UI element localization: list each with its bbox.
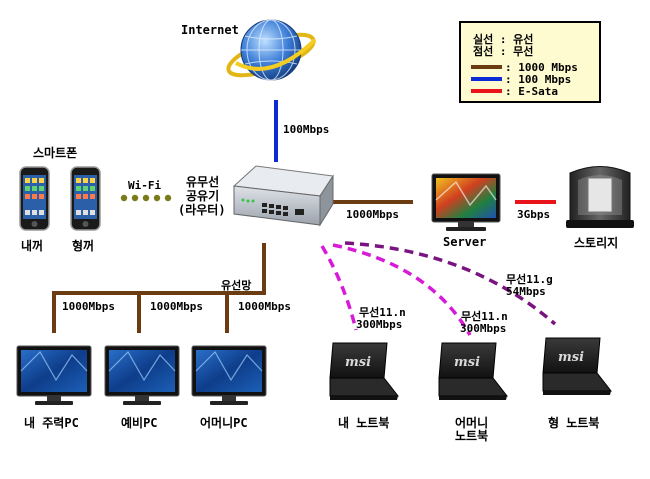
pc-mother: 어머니PC bbox=[191, 345, 267, 430]
smartphone-mine: 내꺼 bbox=[19, 166, 50, 253]
laptop-icon: msi bbox=[438, 342, 509, 400]
laptop-mine: msi 내 노트북 bbox=[329, 342, 400, 430]
monitor-icon bbox=[191, 345, 267, 405]
laptop-brother-link-line1: 무선11.g bbox=[506, 272, 553, 286]
laptop-brother-label: 형 노트북 bbox=[548, 415, 599, 430]
legend-solid-text: 실선 : 유선 bbox=[473, 32, 533, 46]
monitor-icon bbox=[104, 345, 180, 405]
storage-link-speed: 3Gbps bbox=[517, 208, 550, 221]
legend-esata-text: : E-Sata bbox=[505, 85, 558, 98]
storage-label: 스토리지 bbox=[574, 235, 618, 250]
laptop-icon: msi bbox=[329, 342, 400, 400]
wired-net-label: 유선망 bbox=[221, 278, 251, 292]
server-link-speed: 1000Mbps bbox=[346, 208, 399, 221]
server-label: Server bbox=[443, 235, 486, 249]
wifi-label: Wi-Fi bbox=[128, 179, 161, 192]
laptop-icon: msi bbox=[542, 337, 613, 395]
storage-icon bbox=[566, 166, 634, 228]
legend-1000-text: : 1000 Mbps bbox=[505, 61, 578, 74]
smartphone-brother: 형꺼 bbox=[70, 166, 101, 253]
smartphone-icon bbox=[70, 166, 101, 231]
phone-brother-label: 형꺼 bbox=[72, 238, 94, 253]
laptop-mine-label: 내 노트북 bbox=[338, 415, 389, 430]
legend-100-text: : 100 Mbps bbox=[505, 73, 571, 86]
laptop-brand-text: msi bbox=[454, 355, 480, 370]
internet-globe: Internet bbox=[181, 19, 317, 81]
monitor-icon bbox=[16, 345, 92, 405]
internet-label: Internet bbox=[181, 23, 239, 37]
laptop-brother: msi 형 노트북 bbox=[542, 337, 613, 430]
smartphone-icon bbox=[19, 166, 50, 231]
storage: 스토리지 bbox=[566, 166, 634, 250]
legend-dotted-text: 점선 : 무선 bbox=[473, 44, 533, 58]
monitor-icon bbox=[431, 173, 501, 231]
legend: 실선 : 유선 점선 : 무선 : 1000 Mbps : 100 Mbps :… bbox=[459, 21, 601, 103]
pc-link-1-speed: 1000Mbps bbox=[62, 300, 115, 313]
pc-mother-label: 어머니PC bbox=[200, 415, 248, 430]
laptop-brother-link-line2: 54Mbps bbox=[506, 285, 546, 298]
router-label-line3: (라우터) bbox=[178, 202, 226, 217]
laptop-mother: msi 어머니 노트북 bbox=[438, 342, 509, 443]
wireless-links bbox=[320, 241, 557, 336]
pc-spare: 예비PC bbox=[104, 345, 180, 430]
laptop-brand-text: msi bbox=[345, 355, 371, 370]
router-icon bbox=[232, 165, 334, 227]
globe-icon bbox=[226, 19, 317, 81]
laptop-mine-link-line1: 무선11.n bbox=[359, 305, 406, 319]
smartphone-group-label: 스마트폰 bbox=[33, 145, 77, 160]
laptop-mother-link-line1: 무선11.n bbox=[461, 309, 508, 323]
pc-link-2-speed: 1000Mbps bbox=[150, 300, 203, 313]
pc-spare-label: 예비PC bbox=[121, 415, 158, 430]
wifi-dots bbox=[120, 194, 172, 202]
laptop-mother-link-line2: 300Mbps bbox=[460, 322, 506, 335]
pc-main-label: 내 주력PC bbox=[24, 415, 79, 430]
router-label-line2: 공유기 bbox=[186, 188, 219, 203]
router: 유무선 공유기 (라우터) bbox=[178, 165, 334, 227]
router-label-line1: 유무선 bbox=[186, 174, 219, 189]
internet-link-speed: 100Mbps bbox=[283, 123, 329, 136]
server: Server bbox=[431, 173, 501, 249]
pc-main: 내 주력PC bbox=[16, 345, 92, 430]
phone-mine-label: 내꺼 bbox=[21, 238, 43, 253]
laptop-mother-label-line1: 어머니 bbox=[455, 415, 488, 430]
laptop-mother-label-line2: 노트북 bbox=[455, 429, 488, 443]
laptop-mine-link-line2: 300Mbps bbox=[356, 318, 402, 331]
wired-tree-links bbox=[52, 243, 266, 333]
pc-link-3-speed: 1000Mbps bbox=[238, 300, 291, 313]
laptop-brand-text: msi bbox=[558, 350, 584, 365]
